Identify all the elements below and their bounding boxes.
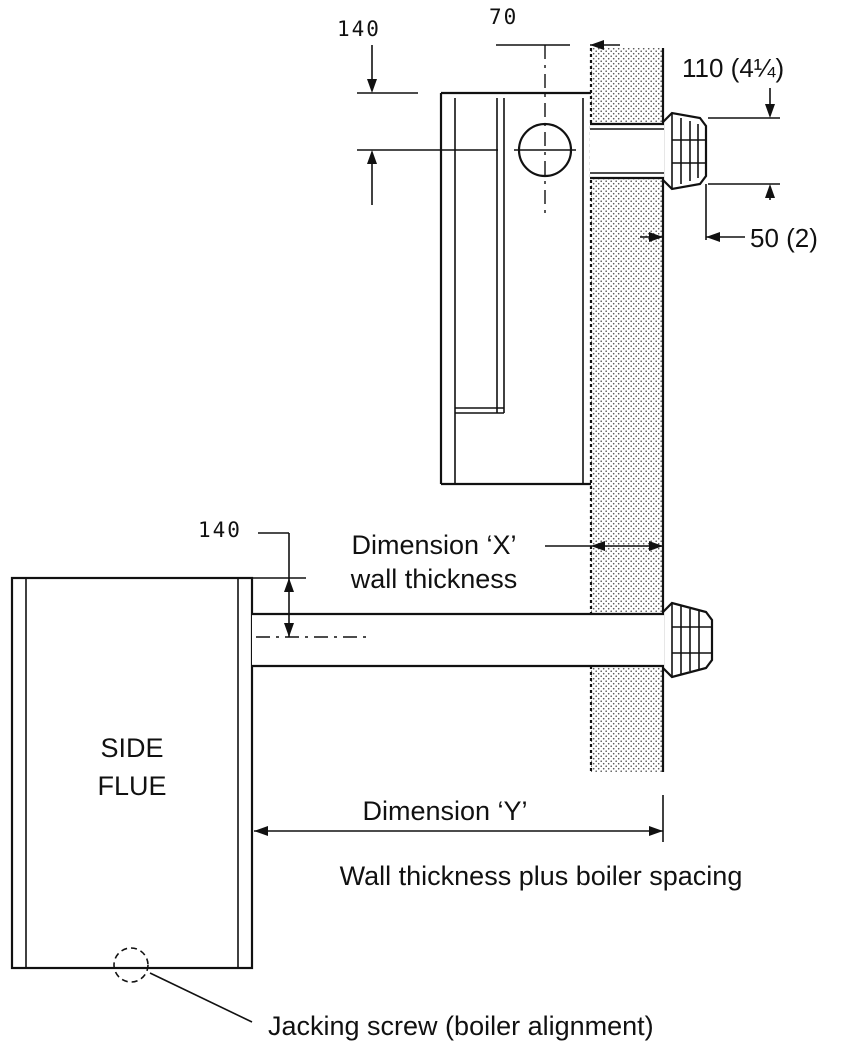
side-flue-terminal [662,601,714,679]
top-flue-terminal [662,111,708,191]
flue-outlet-circle [514,45,576,215]
dim-50-label: 50 (2) [750,223,818,253]
side-flue-duct [252,612,664,668]
top-70-dimension [496,40,620,50]
side-flue-label-line2: FLUE [97,771,166,801]
dim-110-label: 110 (4¼) [682,53,784,83]
dim-50 [640,184,745,242]
side-flue-label-line1: SIDE [100,733,163,763]
dim-y-label: Dimension ‘Y’ [362,796,527,826]
dim-x-label-line2: wall thickness [350,564,518,594]
side-140-label: 140 [198,518,242,542]
jacking-screw-label: Jacking screw (boiler alignment) [268,1011,654,1041]
top-flue-duct [590,122,664,180]
dim-y-note: Wall thickness plus boiler spacing [340,861,743,891]
top-140-label: 140 [337,17,381,41]
jacking-screw [113,947,253,1023]
side-140-dimension [252,532,306,637]
top-140-dimension [357,45,498,205]
dim-x [545,541,663,551]
top-boiler [439,91,591,486]
dim-x-label-line1: Dimension ‘X’ [351,530,516,560]
dim-y [254,795,664,842]
top-70-label: 70 [489,5,518,29]
dim-110 [708,88,780,200]
side-boiler [10,576,254,970]
